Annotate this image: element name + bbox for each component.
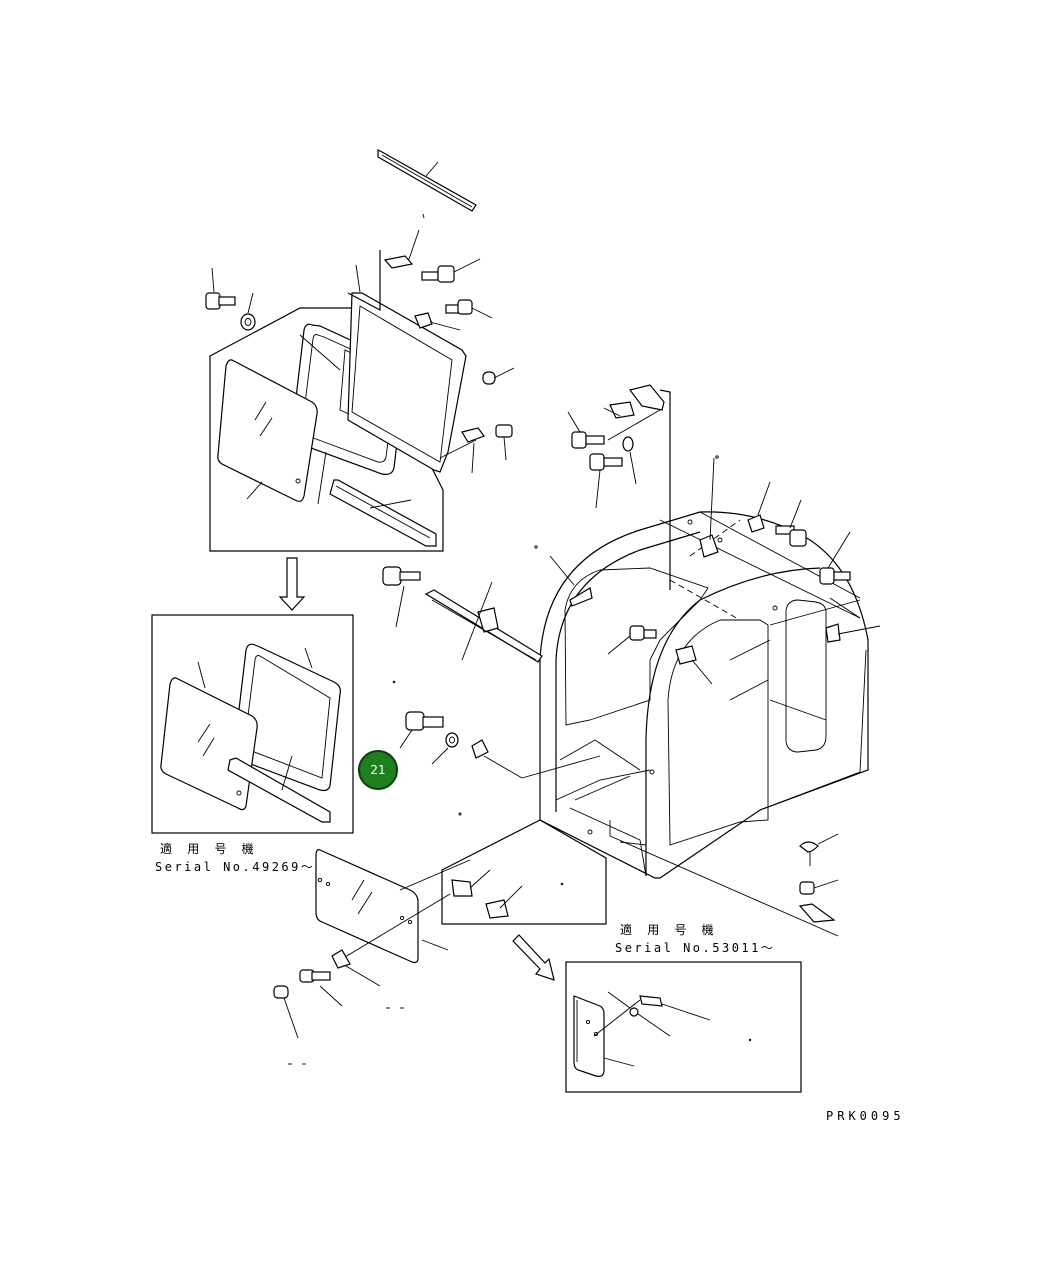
serial-49269-detail-box <box>151 614 354 834</box>
bolt-upper-left <box>205 267 256 331</box>
right-clips <box>798 833 839 923</box>
serial-number-53011: Serial No.53011～ <box>615 941 776 955</box>
applicability-heading-49269: 適 用 号 機 <box>160 842 258 856</box>
window-rail <box>382 545 593 663</box>
callout-number: 21 <box>370 763 386 777</box>
drawing-code: PRK0095 <box>826 1109 905 1123</box>
window-glass-upper <box>217 359 327 505</box>
top-gutter-strip <box>377 149 477 212</box>
lower-door-glass <box>315 849 471 964</box>
door-hinge-parts <box>607 625 713 685</box>
upper-right-bolts <box>567 384 881 643</box>
latch-hinge <box>439 424 513 474</box>
top-bracket <box>347 250 515 385</box>
applicability-heading-53011: 適 用 号 機 <box>620 923 718 937</box>
bottom-left-screws <box>273 949 404 1065</box>
cab-frame <box>539 455 869 879</box>
serial-53011-detail-box <box>565 961 802 1093</box>
lower-latch-detail-box <box>339 819 607 961</box>
rear-frame-plate <box>347 264 467 473</box>
arrow-diagonal <box>512 934 555 981</box>
serial-number-49269: Serial No.49269～ <box>155 860 316 874</box>
callout-badge-21[interactable]: 21 <box>358 750 398 790</box>
arrow-down <box>278 557 306 611</box>
door-stopper-bolts <box>392 680 601 816</box>
window-bottom-channel <box>329 479 437 547</box>
